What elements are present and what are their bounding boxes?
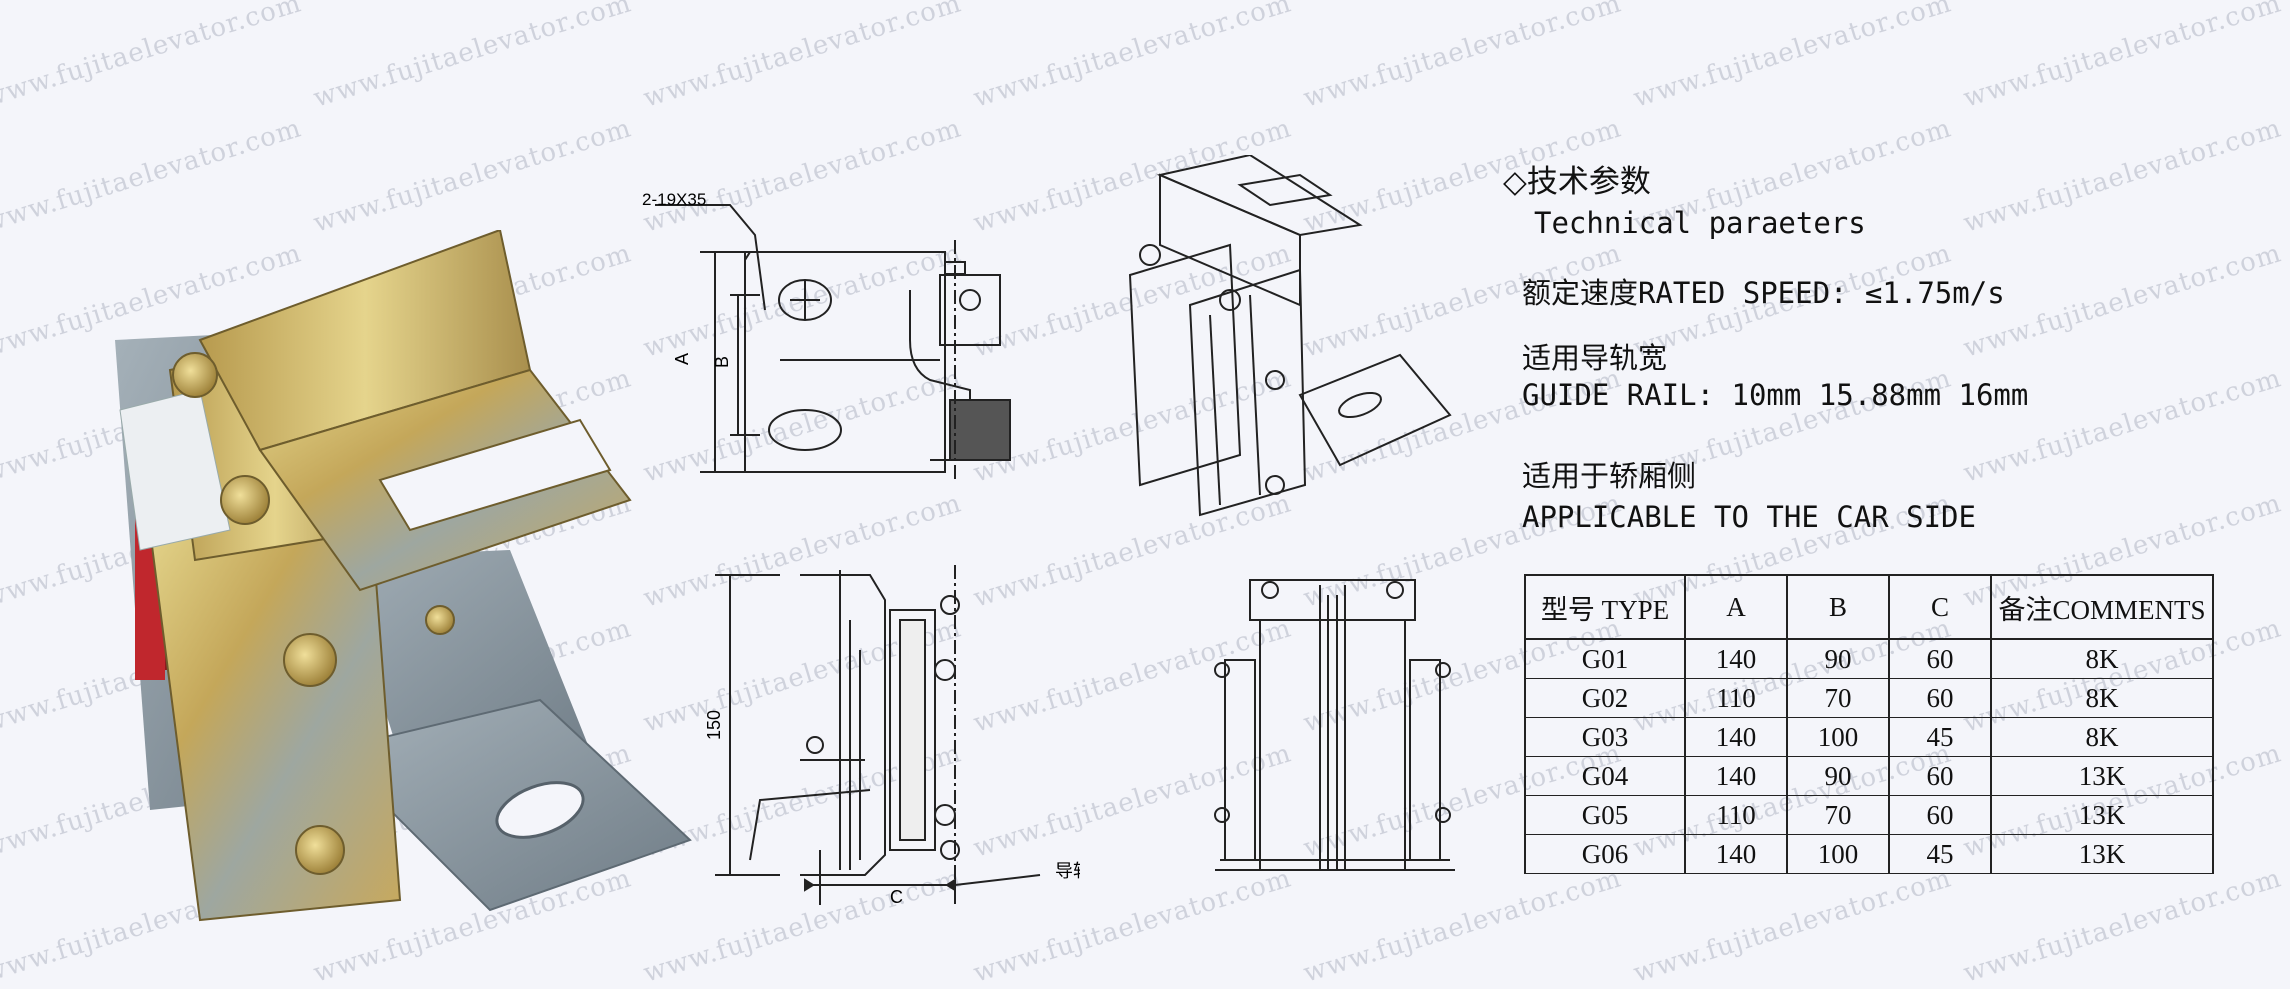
product-photo (115, 230, 692, 922)
table-row: G05 110 70 60 13K (1524, 795, 2214, 835)
watermark-text: www.fujitaelevator.com (640, 0, 966, 114)
header-comments: 备注COMMENTS (1990, 574, 2214, 640)
cell-a: 110 (1684, 795, 1788, 835)
car-side-cn: 适用于轿厢侧 (1522, 459, 1697, 493)
drawing-isometric-view (1128, 155, 1452, 517)
cell-type: G06 (1524, 834, 1686, 874)
cell-a: 140 (1684, 834, 1788, 874)
table-row: G04 140 90 60 13K (1524, 756, 2214, 796)
cell-comments: 8K (1990, 717, 2214, 757)
cell-type: G02 (1524, 678, 1686, 718)
cell-b: 100 (1786, 717, 1890, 757)
cell-comments: 8K (1990, 678, 2214, 718)
watermark-text: www.fujitaelevator.com (1630, 0, 1956, 114)
watermark-text: www.fujitaelevator.com (1300, 863, 1626, 989)
table-row: G01 140 90 60 8K (1524, 638, 2214, 679)
hole-callout: 2-19X35 (642, 190, 706, 209)
watermark-text: www.fujitaelevator.com (0, 0, 306, 114)
watermark-text: www.fujitaelevator.com (1960, 238, 2286, 364)
watermark-text: www.fujitaelevator.com (310, 113, 636, 239)
cell-type: G04 (1524, 756, 1686, 796)
cell-comments: 13K (1990, 795, 2214, 835)
cell-type: G01 (1524, 638, 1686, 679)
watermark-text: www.fujitaelevator.com (1960, 863, 2286, 989)
watermark-text: www.fujitaelevator.com (310, 0, 636, 114)
cell-comments: 13K (1990, 834, 2214, 874)
cell-c: 60 (1888, 678, 1992, 718)
cell-a: 140 (1684, 638, 1788, 679)
cell-a: 140 (1684, 717, 1788, 757)
watermark-text: www.fujitaelevator.com (1960, 0, 2286, 114)
dim-150-label: 150 (704, 710, 724, 740)
rated-speed: 额定速度RATED SPEED: ≤1.75m/s (1522, 276, 2005, 310)
cell-c: 60 (1888, 795, 1992, 835)
spec-table: 型号 TYPE A B C 备注COMMENTS G01 140 90 60 8… (1524, 574, 2214, 874)
drawing-top-view (1214, 579, 1455, 871)
header-a: A (1684, 574, 1788, 640)
header-c: C (1888, 574, 1992, 640)
spec-heading-en: Technical paraeters (1534, 206, 1866, 240)
car-side-en: APPLICABLE TO THE CAR SIDE (1522, 500, 1976, 534)
drawing-front-view: 150 C 导轨面 (704, 565, 1080, 907)
cell-c: 60 (1888, 638, 1992, 679)
table-row: G02 110 70 60 8K (1524, 678, 2214, 718)
guide-rail-en: GUIDE RAIL: 10mm 15.88mm 16mm (1522, 378, 2029, 412)
cell-b: 100 (1786, 834, 1890, 874)
cell-c: 45 (1888, 834, 1992, 874)
watermark-text: www.fujitaelevator.com (970, 0, 1296, 114)
watermark-text: www.fujitaelevator.com (1960, 113, 2286, 239)
dim-a-label: A (672, 353, 692, 365)
guide-rail-cn: 适用导轨宽 (1522, 341, 1668, 375)
cell-b: 70 (1786, 795, 1890, 835)
cell-b: 90 (1786, 638, 1890, 679)
cell-comments: 13K (1990, 756, 2214, 796)
table-row: G03 140 100 45 8K (1524, 717, 2214, 757)
cell-c: 60 (1888, 756, 1992, 796)
drawing-side-view: A B 2-19X35 (642, 190, 1011, 480)
watermark-text: www.fujitaelevator.com (1300, 0, 1626, 114)
dim-c-label: C (890, 887, 903, 907)
spec-heading: ◇技术参数 (1503, 164, 1651, 200)
cell-type: G03 (1524, 717, 1686, 757)
cell-a: 140 (1684, 756, 1788, 796)
rail-face-label: 导轨面 (1055, 861, 1080, 882)
watermark-text: www.fujitaelevator.com (0, 113, 306, 239)
cell-comments: 8K (1990, 638, 2214, 679)
cell-a: 110 (1684, 678, 1788, 718)
cell-b: 90 (1786, 756, 1890, 796)
watermark-text: www.fujitaelevator.com (1630, 863, 1956, 989)
cell-b: 70 (1786, 678, 1890, 718)
table-header-row: 型号 TYPE A B C 备注COMMENTS (1524, 574, 2214, 640)
cell-c: 45 (1888, 717, 1992, 757)
cell-type: G05 (1524, 795, 1686, 835)
table-row: G06 140 100 45 13K (1524, 834, 2214, 874)
dim-b-label: B (712, 356, 732, 368)
header-b: B (1786, 574, 1890, 640)
header-type: 型号 TYPE (1524, 574, 1686, 640)
